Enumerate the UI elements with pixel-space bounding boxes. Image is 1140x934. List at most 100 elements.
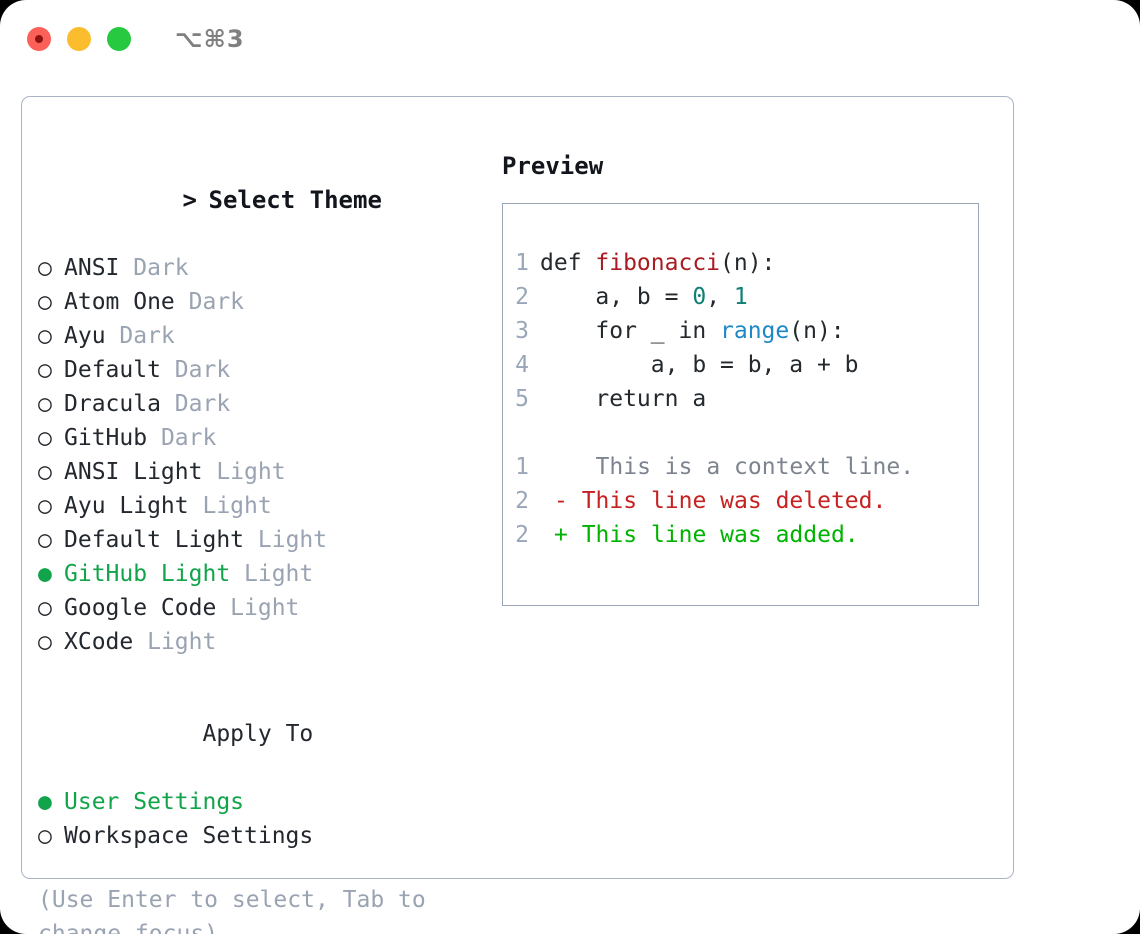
theme-option[interactable]: ○ ANSI Light Light	[38, 455, 492, 489]
diff-line-text: This line was deleted.	[567, 488, 887, 514]
code-token-call: range	[720, 318, 790, 344]
diff-line-added: 2 + This line was added.	[503, 518, 978, 552]
radio-unselected-icon: ○	[38, 323, 52, 349]
radio-unselected-icon: ○	[38, 527, 52, 553]
diff-line-number: 2	[515, 522, 529, 548]
theme-option[interactable]: ○Default Dark	[38, 353, 492, 387]
code-line-number: 2	[515, 284, 529, 310]
diff-marker: -	[554, 488, 568, 514]
theme-option-label: ANSI Light	[64, 459, 217, 485]
theme-variant-tag: Light	[147, 629, 217, 655]
code-token-fn: fibonacci	[595, 250, 721, 276]
close-button[interactable]	[27, 27, 51, 51]
title-bar: ⌥⌘3	[0, 0, 1140, 78]
apply-to-indent	[176, 717, 202, 751]
radio-unselected-icon: ○	[38, 493, 52, 519]
main-panel: > Select Theme ○ ANSI Dark ○ Atom One Dark ○ A…	[21, 96, 1014, 934]
theme-variant-tag: Light	[230, 595, 300, 621]
theme-option[interactable]: ○GitHub Dark	[38, 421, 492, 455]
theme-option[interactable]: ○ Google Code Light	[38, 591, 492, 625]
apply-to-option[interactable]: ● User Settings	[38, 785, 492, 819]
diff-line-text: This is a context line.	[567, 454, 915, 480]
caret-icon: >	[182, 186, 197, 214]
theme-variant-tag: Light	[244, 561, 314, 587]
theme-option-label: Dracula	[64, 391, 175, 417]
apply-to-heading: Apply To	[38, 683, 492, 785]
theme-variant-tag: Light	[216, 459, 286, 485]
theme-variant-tag: Light	[202, 493, 272, 519]
theme-option[interactable]: ○ Atom One Dark	[38, 285, 492, 319]
code-token-num: 1	[733, 284, 748, 310]
theme-option[interactable]: ○ Ayu Dark	[38, 319, 492, 353]
theme-variant-tag: Dark	[188, 289, 245, 315]
diff-line-text: This line was added.	[567, 522, 859, 548]
apply-to-option-label: User Settings	[64, 789, 245, 815]
theme-selector-pane: > Select Theme ○ ANSI Dark ○ Atom One Dark ○ A…	[22, 97, 492, 934]
theme-variant-tag: Dark	[119, 323, 175, 349]
theme-option[interactable]: ○ Default Light Light	[38, 523, 492, 557]
theme-option-label: Default	[64, 357, 175, 383]
code-token-plain: ,	[706, 284, 734, 310]
code-line: 4 a, b = b, a + b	[503, 348, 978, 382]
apply-to-list: ● User Settings ○ Workspace Settings	[38, 785, 492, 853]
code-line-number: 1	[515, 250, 529, 276]
code-line-number: 3	[515, 318, 529, 344]
radio-selected-icon: ●	[38, 789, 52, 815]
code-token-num: 0	[692, 284, 707, 310]
zoom-button[interactable]	[107, 27, 131, 51]
theme-option-label: GitHub Light	[64, 561, 245, 587]
theme-option[interactable]: ○ XCode Light	[38, 625, 492, 659]
diff-line-context: 1 This is a context line.	[503, 450, 978, 484]
radio-unselected-icon: ○	[38, 391, 52, 417]
code-line: 2 a, b = 0, 1	[503, 280, 978, 314]
code-token-plain: (n):	[789, 318, 845, 344]
diff-line-number: 1	[515, 454, 529, 480]
apply-to-option-label: Workspace Settings	[64, 823, 314, 849]
select-theme-heading-label: Select Theme	[208, 186, 382, 214]
keyboard-hint-text: (Use Enter to select, Tab to change focu…	[38, 887, 426, 934]
radio-unselected-icon: ○	[38, 629, 52, 655]
radio-unselected-icon: ○	[38, 823, 52, 849]
theme-option-label: Atom One	[64, 289, 189, 315]
code-token-plain: a, b =	[540, 284, 693, 310]
radio-unselected-icon: ○	[38, 289, 52, 315]
diff-marker: +	[554, 522, 568, 548]
diff-marker	[554, 454, 568, 480]
theme-option-label: Google Code	[64, 595, 231, 621]
theme-option-label: XCode	[64, 629, 148, 655]
theme-variant-tag: Dark	[133, 255, 189, 281]
theme-option-label: Ayu Light	[64, 493, 203, 519]
theme-option[interactable]: ● GitHub Light Light	[38, 557, 492, 591]
theme-variant-tag: Light	[257, 527, 328, 553]
apply-to-heading-label: Apply To	[202, 721, 314, 747]
radio-selected-icon: ●	[38, 561, 52, 587]
radio-unselected-icon: ○	[38, 425, 52, 451]
radio-unselected-icon: ○	[38, 459, 52, 485]
theme-variant-tag: Dark	[160, 425, 217, 451]
radio-unselected-icon: ○	[38, 595, 52, 621]
theme-option-label: ANSI	[64, 255, 134, 281]
theme-option-label: Default Light	[64, 527, 258, 553]
radio-unselected-icon: ○	[38, 255, 52, 281]
code-token-plain: a, b = b, a + b	[540, 352, 859, 378]
code-line-number: 4	[515, 352, 529, 378]
theme-option[interactable]: ○ Dracula Dark	[38, 387, 492, 421]
code-token-plain: return a	[540, 386, 707, 412]
theme-variant-tag: Dark	[174, 391, 231, 417]
select-theme-heading: > Select Theme	[38, 149, 492, 251]
theme-option[interactable]: ○ ANSI Dark	[38, 251, 492, 285]
theme-option[interactable]: ○ Ayu Light Light	[38, 489, 492, 523]
radio-unselected-icon: ○	[38, 357, 52, 383]
code-line-number: 5	[515, 386, 529, 412]
theme-list: ○ ANSI Dark ○ Atom One Dark ○ Ayu Dark ○ Defaul…	[38, 251, 492, 659]
theme-option-label: Ayu	[64, 323, 120, 349]
minimize-button[interactable]	[67, 27, 91, 51]
code-token-plain: (n):	[720, 250, 776, 276]
apply-to-option[interactable]: ○ Workspace Settings	[38, 819, 492, 853]
code-line: 5 return a	[503, 382, 978, 416]
